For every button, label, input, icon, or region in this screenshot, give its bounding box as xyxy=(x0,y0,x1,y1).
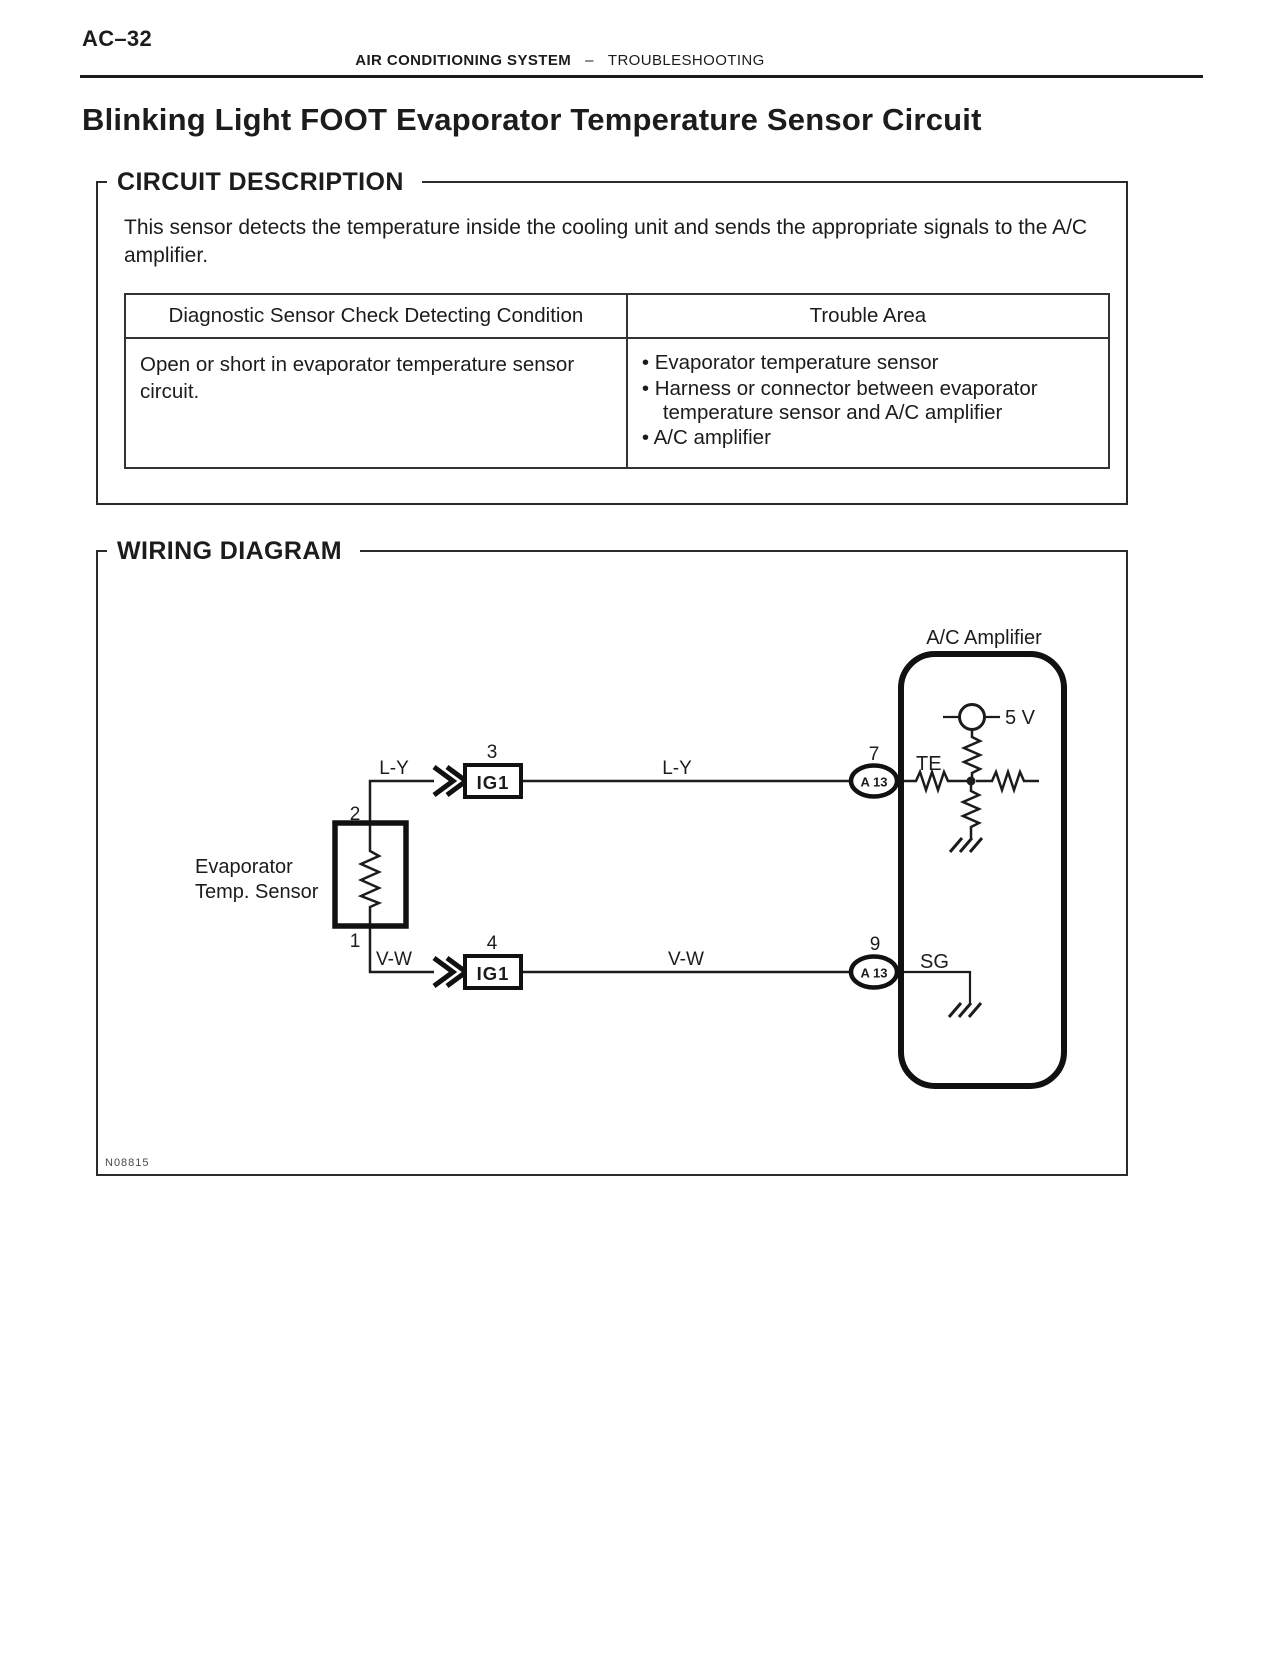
diagnostic-table-header-row: Diagnostic Sensor Check Detecting Condit… xyxy=(124,293,1111,340)
terminal-te-label: TE xyxy=(916,753,942,775)
pin-9-label: 9 xyxy=(870,934,881,955)
circuit-description-panel: CIRCUIT DESCRIPTION This sensor detects … xyxy=(96,167,1128,506)
diagnostic-table-row: Open or short in evaporator temperature … xyxy=(124,337,1111,470)
ig1-box-bottom xyxy=(463,954,523,991)
wiring-diagram-figure: IG1 IG1 A 13 A 13 A/C Amplifier 5 V TE S… xyxy=(195,627,1067,1090)
panel-head-stub xyxy=(96,550,107,553)
evaporator-sensor-outline xyxy=(332,820,409,929)
ig1-label-bottom: IG1 xyxy=(477,963,510,984)
ground-icon xyxy=(948,837,984,854)
wiring-diagram-panel-head: WIRING DIAGRAM xyxy=(96,535,1128,567)
trouble-area-item: Evaporator temperature sensor xyxy=(642,351,1094,375)
trouble-area-cell: Evaporator temperature sensor Harness or… xyxy=(625,337,1111,470)
wire-vw-left-label: V-W xyxy=(376,949,412,970)
connector-a13-sg-label: A 13 xyxy=(861,966,888,981)
junction-dot xyxy=(966,776,976,786)
te-resistor-left xyxy=(897,768,967,795)
panel-head-stub xyxy=(96,181,107,183)
terminal-sg-label: SG xyxy=(920,951,949,973)
pullup-resistor xyxy=(960,730,984,782)
page-title: Blinking Light FOOT Evaporator Temperatu… xyxy=(82,102,982,137)
pin-2-label: 2 xyxy=(350,804,361,825)
supply-voltage-label: 5 V xyxy=(1005,707,1036,729)
wire-sensor-bottom xyxy=(368,926,434,974)
ac-amplifier-label: A/C Amplifier xyxy=(926,627,1042,649)
trouble-area-item: Harness or connector between evaporator … xyxy=(642,377,1094,425)
sensor-label-line1: Evaporator xyxy=(195,856,293,878)
splice-chevron-icon xyxy=(432,765,471,798)
pulldown-resistor xyxy=(959,781,983,839)
wiring-diagram-body: IG1 IG1 A 13 A 13 A/C Amplifier 5 V TE S… xyxy=(98,551,1126,1172)
wire-ly-right-label: L-Y xyxy=(662,758,692,779)
detecting-condition-cell: Open or short in evaporator temperature … xyxy=(124,337,628,470)
circuit-description-heading: CIRCUIT DESCRIPTION xyxy=(115,167,406,197)
page-number: AC–32 xyxy=(82,26,152,51)
running-head-separator: – xyxy=(585,52,594,69)
pin-1-label: 1 xyxy=(350,931,361,952)
circuit-description-text: This sensor detects the temperature insi… xyxy=(124,216,1088,267)
pin-3-label: 3 xyxy=(487,742,498,763)
connector-a13-te xyxy=(848,763,900,799)
splice-chevron-icon xyxy=(432,956,471,989)
ig1-box-top xyxy=(463,763,523,800)
circuit-description-body: This sensor detects the temperature insi… xyxy=(98,182,1126,503)
wire-sensor-top xyxy=(368,779,434,825)
wire-vw-right-label: V-W xyxy=(668,949,704,970)
sensor-resistor xyxy=(357,825,383,926)
trouble-area-list: Evaporator temperature sensor Harness or… xyxy=(642,351,1094,450)
diagnostic-table: Diagnostic Sensor Check Detecting Condit… xyxy=(124,293,1111,470)
wiring-diagram-panel: WIRING DIAGRAM xyxy=(96,536,1128,1177)
ac-amplifier-outline xyxy=(898,651,1067,1090)
figure-code: N08815 xyxy=(105,1157,150,1170)
page-header: AC–32 AIR CONDITIONING SYSTEM–TROUBLESHO… xyxy=(0,0,1280,92)
panel-head-rule xyxy=(360,550,1128,553)
circuit-description-panel-head: CIRCUIT DESCRIPTION xyxy=(96,166,1128,198)
running-head-section: AIR CONDITIONING SYSTEM xyxy=(355,52,572,69)
header-rule xyxy=(80,75,1203,78)
diagnostic-table-col2-header: Trouble Area xyxy=(625,293,1111,340)
ig1-label-top: IG1 xyxy=(477,772,510,793)
panel-head-rule xyxy=(421,181,1128,183)
diagnostic-table-col1-header: Diagnostic Sensor Check Detecting Condit… xyxy=(124,293,628,340)
supply-source-icon xyxy=(958,703,986,732)
wire-sg-internal xyxy=(897,971,972,1004)
wire-ly-left-label: L-Y xyxy=(379,758,409,779)
sensor-label-line2: Temp. Sensor xyxy=(195,881,319,903)
connector-a13-te-label: A 13 xyxy=(861,775,888,790)
te-resistor-right xyxy=(976,768,1039,795)
running-head-subsection: TROUBLESHOOTING xyxy=(607,52,765,69)
pin-7-label: 7 xyxy=(869,744,880,765)
wiring-diagram-heading: WIRING DIAGRAM xyxy=(115,536,345,566)
ground-icon xyxy=(947,1002,983,1019)
running-head: AIR CONDITIONING SYSTEM–TROUBLESHOOTING xyxy=(80,52,1040,69)
connector-a13-sg xyxy=(848,954,900,990)
trouble-area-item: A/C amplifier xyxy=(642,426,1094,450)
pin-4-label: 4 xyxy=(487,933,498,954)
